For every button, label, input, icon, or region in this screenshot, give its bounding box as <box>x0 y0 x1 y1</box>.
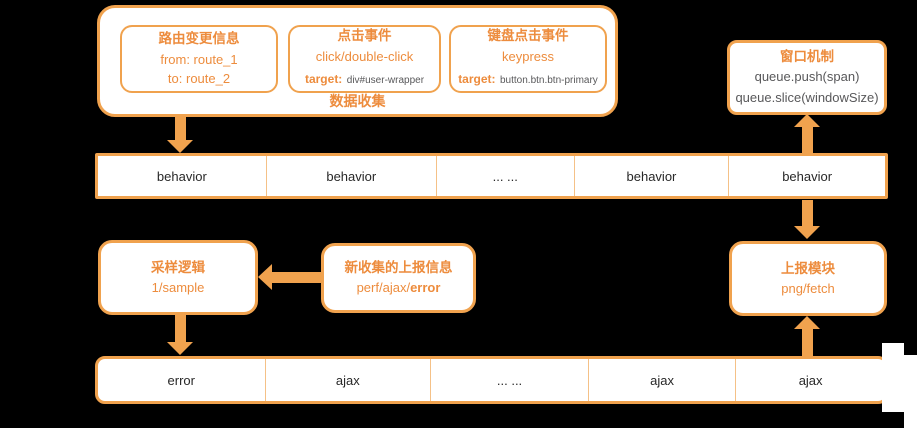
clipped-artifact <box>904 355 917 428</box>
report-types-prefix: perf/ajax/ <box>356 280 411 296</box>
queue-cell-ajax: ajax <box>587 359 735 401</box>
report-module-title: 上报模块 <box>781 260 835 276</box>
new-report-info-title: 新收集的上报信息 <box>344 260 453 276</box>
queue-cell-error: error <box>167 372 195 388</box>
arrow-shaft <box>175 315 186 343</box>
queue-cell-ajax: ajax <box>264 359 431 401</box>
arrow-shaft <box>271 272 321 283</box>
arrow-shaft <box>802 126 813 153</box>
route-to-line: to: route_2 <box>167 71 231 87</box>
window-mechanism-box: 窗口机制 queue.push(span) queue.slice(window… <box>727 40 887 115</box>
route-change-title: 路由变更信息 <box>158 31 240 47</box>
keyboard-event-box: 键盘点击事件 keypress target: button.btn.btn-p… <box>449 25 607 93</box>
click-event-target: target: div#user-wrapper <box>305 66 424 92</box>
keyboard-event-line: keypress <box>501 48 555 64</box>
click-event-title: 点击事件 <box>337 28 392 44</box>
sampling-logic-title: 采样逻辑 <box>151 259 205 275</box>
queue-push-line: queue.push(span) <box>754 69 860 85</box>
data-collection-container: 路由变更信息 from: route_1 to: route_2 点击事件 cl… <box>97 5 618 117</box>
behavior-cell: behavior <box>265 156 436 196</box>
new-report-info-box: 新收集的上报信息 perf/ajax/error <box>321 243 476 313</box>
arrow-shaft <box>802 328 813 356</box>
behavior-cell: behavior <box>573 156 729 196</box>
keyboard-event-target: target: button.btn.btn-primary <box>458 66 598 92</box>
arrow-up-icon <box>794 114 820 127</box>
behavior-cell: behavior <box>728 156 885 196</box>
route-change-box: 路由变更信息 from: route_1 to: route_2 <box>120 25 278 93</box>
queue-slice-line: queue.slice(windowSize) <box>735 89 879 105</box>
target-value: button.btn.btn-primary <box>499 75 598 87</box>
report-module-box: 上报模块 png/fetch <box>729 241 887 316</box>
arrow-down-icon <box>794 226 820 239</box>
click-event-line: click/double-click <box>315 48 414 64</box>
report-types-line: perf/ajax/error <box>357 278 441 298</box>
clipped-artifact <box>882 343 904 412</box>
arrow-shaft <box>175 117 186 141</box>
target-value: div#user-wrapper <box>346 75 425 87</box>
arrow-down-icon <box>167 140 193 153</box>
arrow-shaft <box>802 200 813 227</box>
queue-cell-ajax: ajax <box>735 359 885 401</box>
queue-cell-ellipsis: ... ... <box>430 359 588 401</box>
event-queue-row: error ajax ... ... ajax ajax <box>95 356 888 404</box>
data-collection-label: 数据收集 <box>329 93 386 109</box>
click-event-box: 点击事件 click/double-click target: div#user… <box>288 25 441 93</box>
behavior-cell: behavior <box>156 168 207 184</box>
target-label: target: <box>458 72 496 87</box>
sampling-logic-box: 采样逻辑 1/sample <box>98 240 258 315</box>
behavior-cell-ellipsis: ... ... <box>435 156 574 196</box>
window-mechanism-title: 窗口机制 <box>780 49 834 65</box>
sampling-rate-line: 1/sample <box>151 279 205 295</box>
arrow-left-icon <box>258 264 272 290</box>
behavior-queue-row: behavior behavior ... ... behavior behav… <box>95 153 888 199</box>
arrow-up-icon <box>794 316 820 329</box>
keyboard-event-title: 键盘点击事件 <box>487 28 569 44</box>
arrow-down-icon <box>167 342 193 355</box>
route-from-line: from: route_1 <box>160 51 238 67</box>
report-methods-line: png/fetch <box>781 280 835 296</box>
report-types-error: error <box>410 280 441 296</box>
target-label: target: <box>304 72 343 87</box>
